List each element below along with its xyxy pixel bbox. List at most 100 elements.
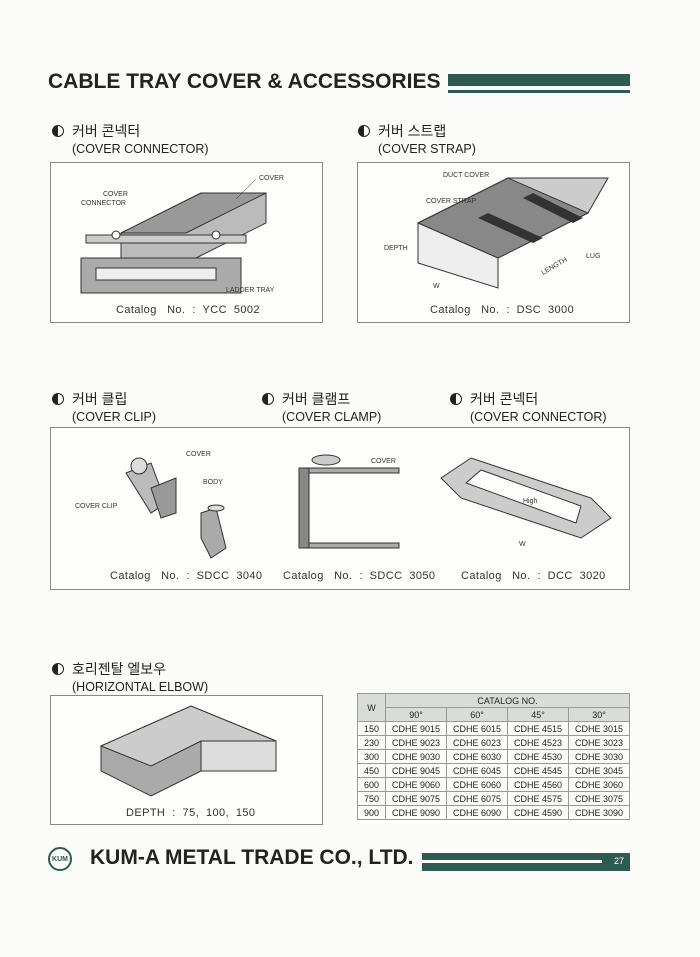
catalog-cell: CDHE 9060 — [385, 777, 447, 792]
catalog-cell: CDHE 9090 — [385, 805, 447, 820]
catalog-number: Catalog No. : DSC 3000 — [430, 304, 575, 316]
angle-header: 60° — [446, 707, 508, 722]
heading-cover-clamp: 커버 클램프 (COVER CLAMP) — [262, 390, 381, 426]
heading-ko: 커버 클램프 — [282, 391, 351, 407]
footer-bar: 27 — [422, 853, 630, 871]
width-cell: 230 — [357, 735, 386, 750]
heading-cover-connector: 커버 콘넥터 (COVER CONNECTOR) — [52, 122, 209, 158]
label-cover-connector: COVER — [103, 191, 128, 198]
label-duct-cover: DUCT COVER — [443, 172, 489, 179]
width-cell: 450 — [357, 763, 386, 778]
heading-en: (COVER CONNECTOR) — [72, 142, 209, 156]
catalog-cell: CDHE 6090 — [446, 805, 508, 820]
clip-clamp-connector-drawings: COVER BODY COVER CLIP COVER High W — [75, 451, 612, 559]
catalog-cell: CDHE 4530 — [507, 749, 569, 764]
heading-cover-connector-2: 커버 콘넥터 (COVER CONNECTOR) — [450, 390, 607, 426]
label-connector: CONNECTOR — [81, 200, 126, 207]
angle-header: 90° — [385, 707, 447, 722]
catalog-number-clamp: Catalog No. : SDCC 3050 — [283, 570, 436, 582]
label-high: High — [523, 498, 538, 505]
heading-cover-clip: 커버 클립 (COVER CLIP) — [52, 390, 156, 426]
heading-en: (COVER STRAP) — [378, 142, 476, 156]
heading-en: (COVER CONNECTOR) — [470, 410, 607, 424]
company-name: KUM-A METAL TRADE CO., LTD. — [90, 846, 414, 869]
width-cell: 900 — [357, 805, 386, 820]
catalog-cell: CDHE 9030 — [385, 749, 447, 764]
catalog-cell: CDHE 4560 — [507, 777, 569, 792]
width-cell: 600 — [357, 777, 386, 792]
catalog-cell: CDHE 6060 — [446, 777, 508, 792]
catalog-cell: CDHE 4523 — [507, 735, 569, 750]
catalog-cell: CDHE 6075 — [446, 791, 508, 806]
heading-ko: 커버 클립 — [72, 391, 128, 407]
heading-ko: 호리젠탈 엘보우 — [72, 661, 167, 677]
label-cover: COVER — [371, 458, 396, 465]
product-box-cover-strap: DUCT COVER COVER STRAP DEPTH LUG LENGTH … — [357, 162, 630, 323]
catalog-cell: CDHE 4545 — [507, 763, 569, 778]
width-cell: 750 — [357, 791, 386, 806]
title-bar — [448, 74, 630, 86]
heading-ko: 커버 스트랩 — [378, 123, 447, 139]
product-box-cover-connector: COVER COVER CONNECTOR LADDER TRAY Catalo… — [50, 162, 323, 323]
label-w: W — [519, 541, 526, 548]
catalog-cell: CDHE 9045 — [385, 763, 447, 778]
catalog-number-connector: Catalog No. : DCC 3020 — [461, 570, 606, 582]
label-w: W — [433, 283, 440, 290]
catalog-cell: CDHE 4515 — [507, 721, 569, 736]
depth-options: DEPTH : 75, 100, 150 — [126, 807, 256, 819]
half-circle-bullet-icon — [450, 393, 462, 405]
catalog-header: CATALOG NO. — [385, 693, 630, 708]
catalog-cell: CDHE 3075 — [568, 791, 630, 806]
half-circle-bullet-icon — [52, 663, 64, 675]
catalog-cell: CDHE 3045 — [568, 763, 630, 778]
label-body: BODY — [203, 479, 223, 486]
horizontal-elbow-drawing — [99, 705, 277, 797]
label-length: LENGTH — [541, 256, 569, 276]
width-cell: 150 — [357, 721, 386, 736]
label-cover: COVER — [186, 451, 211, 458]
catalog-cell: CDHE 9015 — [385, 721, 447, 736]
half-circle-bullet-icon — [262, 393, 274, 405]
label-depth: DEPTH — [384, 245, 408, 252]
heading-cover-strap: 커버 스트랩 (COVER STRAP) — [358, 122, 476, 158]
catalog-cell: CDHE 4575 — [507, 791, 569, 806]
catalog-cell: CDHE 4590 — [507, 805, 569, 820]
catalog-cell: CDHE 6030 — [446, 749, 508, 764]
heading-en: (HORIZONTAL ELBOW) — [72, 680, 209, 694]
half-circle-bullet-icon — [52, 125, 64, 137]
catalog-cell: CDHE 6045 — [446, 763, 508, 778]
catalog-number-clip: Catalog No. : SDCC 3040 — [110, 570, 263, 582]
company-logo: KUM — [48, 847, 72, 871]
catalog-cell: CDHE 9075 — [385, 791, 447, 806]
label-cover-strap: COVER STRAP — [426, 198, 477, 205]
half-circle-bullet-icon — [52, 393, 64, 405]
title-row: CABLE TRAY COVER & ACCESSORIES — [48, 70, 630, 94]
title-bar-thin — [448, 90, 630, 93]
product-box-horizontal-elbow: DEPTH : 75, 100, 150 — [50, 695, 323, 825]
label-ladder-tray: LADDER TRAY — [226, 287, 275, 294]
width-cell: 300 — [357, 749, 386, 764]
label-lug: LUG — [586, 253, 600, 260]
heading-en: (COVER CLAMP) — [282, 410, 382, 424]
catalog-cell: CDHE 9023 — [385, 735, 447, 750]
label-cover-clip: COVER CLIP — [75, 503, 118, 510]
catalog-cell: CDHE 3030 — [568, 749, 630, 764]
cover-connector-drawing: COVER COVER CONNECTOR LADDER TRAY — [80, 175, 284, 294]
catalog-cell: CDHE 3090 — [568, 805, 630, 820]
catalog-cell: CDHE 6023 — [446, 735, 508, 750]
page-number: 27 — [613, 856, 624, 866]
half-circle-bullet-icon — [358, 125, 370, 137]
heading-en: (COVER CLIP) — [72, 410, 157, 424]
product-box-row2: COVER BODY COVER CLIP COVER High W Catal… — [50, 427, 630, 590]
catalog-cell: CDHE 3015 — [568, 721, 630, 736]
catalog-number: Catalog No. : YCC 5002 — [116, 304, 260, 316]
heading-horizontal-elbow: 호리젠탈 엘보우 (HORIZONTAL ELBOW) — [52, 660, 208, 696]
angle-header: 30° — [568, 707, 630, 722]
heading-ko: 커버 콘넥터 — [72, 123, 141, 139]
